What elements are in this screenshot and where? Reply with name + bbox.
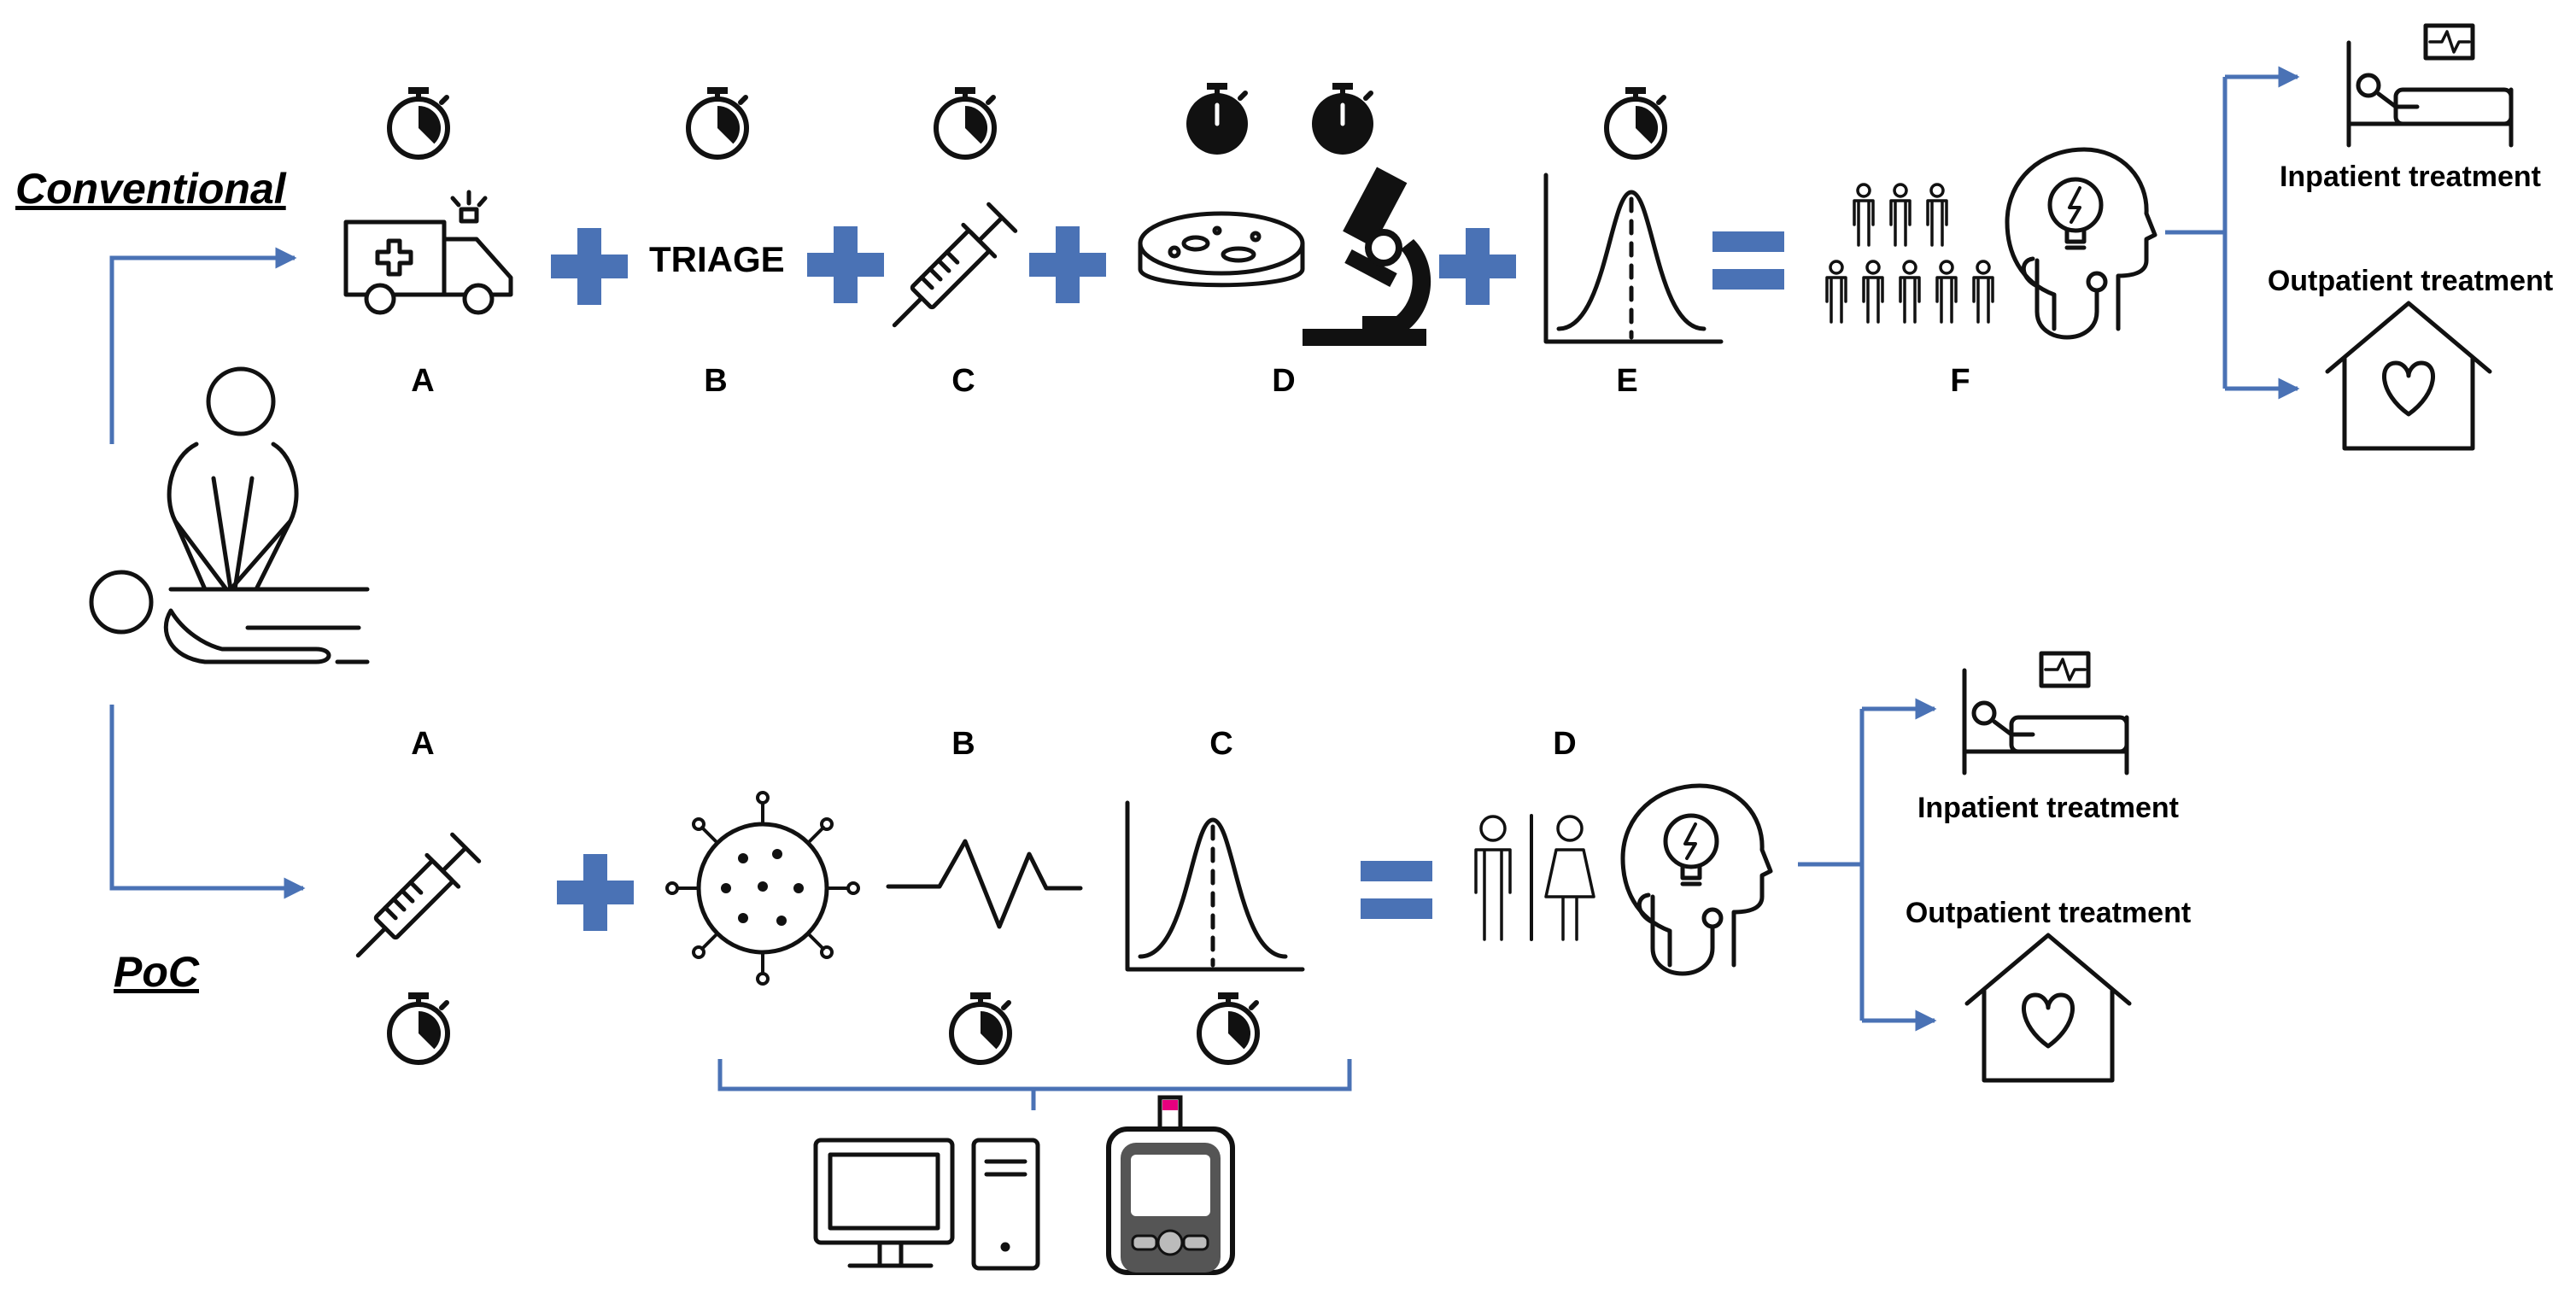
ambulance-icon [343,190,513,315]
plus-sign [1029,226,1106,303]
stopwatch-icon [688,87,746,157]
step-letter: D [1553,726,1576,762]
step-letter: B [951,726,975,762]
stopwatch-icon [1607,87,1665,157]
home-heart-icon [2327,303,2490,448]
equals-sign [1361,861,1432,919]
stopwatch-icon [389,992,448,1062]
outcome-arrows [1798,698,1937,1032]
step-letter: A [411,726,434,762]
virus-icon [665,791,860,986]
plus-sign [551,228,628,305]
hospital-bed-icon [1964,653,2127,773]
stopwatch-icon [1186,83,1248,155]
outcome-arrows [2165,66,2300,400]
plus-sign [807,226,884,303]
stopwatch-icon [951,992,1010,1062]
stopwatch-icon [1312,83,1373,155]
doctor-head-icon [2007,149,2155,337]
step-letter: D [1272,363,1295,399]
plus-sign [557,854,634,931]
step-letter: C [951,363,975,399]
bell-curve-icon [1546,175,1721,342]
outpatient-label: Outpatient treatment [1906,897,2191,929]
hospital-bed-icon [2349,26,2511,145]
poc-title: PoC [114,948,200,996]
computer-icon [813,1138,1040,1271]
step-letter: E [1616,363,1637,399]
plus-sign [1439,228,1516,305]
petri-dish-icon [1138,211,1305,288]
cpr-icon [89,366,370,664]
step-letter: B [704,363,727,399]
people-group-icon [1825,183,1994,324]
glucometer-icon [1106,1095,1235,1275]
flow-lines [109,247,306,899]
equals-sign [1712,231,1784,290]
patient-icon [1474,814,1595,941]
stopwatch-icon [1199,992,1257,1062]
microscope-icon [1303,167,1431,346]
inpatient-label: Inpatient treatment [2280,161,2541,193]
step-letter: C [1209,726,1232,762]
bell-curve-icon [1127,803,1303,969]
step-letter: A [411,363,434,399]
syringe-icon [879,202,1018,341]
step-letter: F [1950,363,1970,399]
doctor-head-icon [1623,786,1771,974]
signal-wave-icon [886,839,1083,929]
inpatient-label: Inpatient treatment [1917,792,2179,824]
device-bracket [717,1059,1352,1110]
stopwatch-icon [389,87,448,157]
home-heart-icon [1967,935,2129,1080]
triage-label: TRIAGE [649,239,785,279]
syringe-icon [342,832,482,971]
conventional-title: Conventional [15,165,287,213]
stopwatch-icon [936,87,994,157]
outpatient-label: Outpatient treatment [2268,265,2553,297]
